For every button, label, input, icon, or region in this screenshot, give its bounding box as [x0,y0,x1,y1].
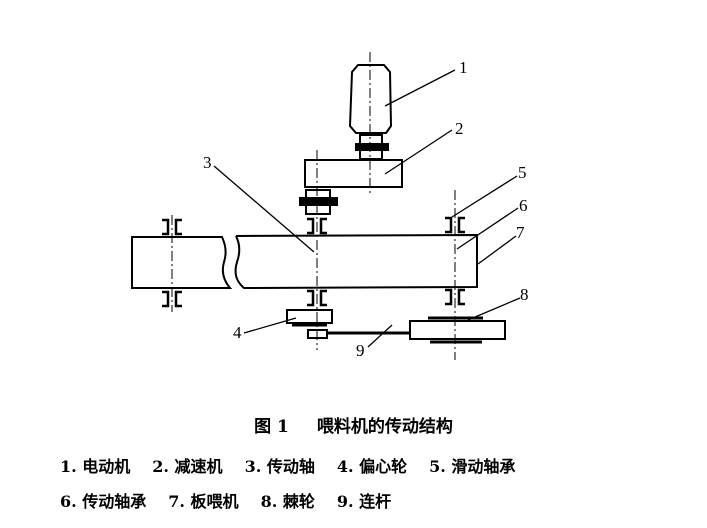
apron-feeder [131,233,478,290]
legend-item: 1. 电动机 [60,457,131,476]
legend-item: 3. 传动轴 [244,457,315,476]
legend-item: 4. 偏心轮 [336,457,408,476]
legend-item: 6. 传动轴承 [60,492,147,511]
callout-labels: 1 2 3 4 5 6 7 8 9 [203,58,529,360]
callout-5: 5 [518,163,527,182]
eccentric-wheel [286,309,333,339]
callout-1: 1 [459,58,468,77]
callout-8: 8 [520,285,529,304]
legend-item: 9. 连杆 [336,492,392,511]
callout-7: 7 [516,223,525,242]
legend-line-2: 6. 传动轴承 7. 板喂机 8. 棘轮 9. 连杆 [60,488,707,512]
coupling [299,189,338,215]
legend-line-1: 1. 电动机 2. 减速机 3. 传动轴 4. 偏心轮 5. 滑动轴承 [60,453,707,477]
leader-lines [213,69,521,348]
legend-item: 7. 板喂机 [168,492,239,511]
reducer [304,159,403,188]
callout-9: 9 [356,341,365,360]
figure-caption: 图 1 喂料机的传动结构 [0,412,707,437]
callout-4: 4 [233,323,242,342]
legend-item: 8. 棘轮 [260,492,315,511]
callout-6: 6 [519,196,528,215]
legend-item: 5. 滑动轴承 [429,457,516,476]
transmission-diagram: 1 2 3 4 5 6 7 8 9 [131,52,529,360]
legend-item: 2. 减速机 [152,457,223,476]
callout-2: 2 [455,119,464,138]
center-lines [171,52,456,360]
bearings [162,216,465,308]
callout-3: 3 [203,153,212,172]
figure-title: 喂料机的传动结构 [316,417,453,437]
figure-number: 图 1 [254,417,289,437]
ratchet-wheel [409,316,506,344]
